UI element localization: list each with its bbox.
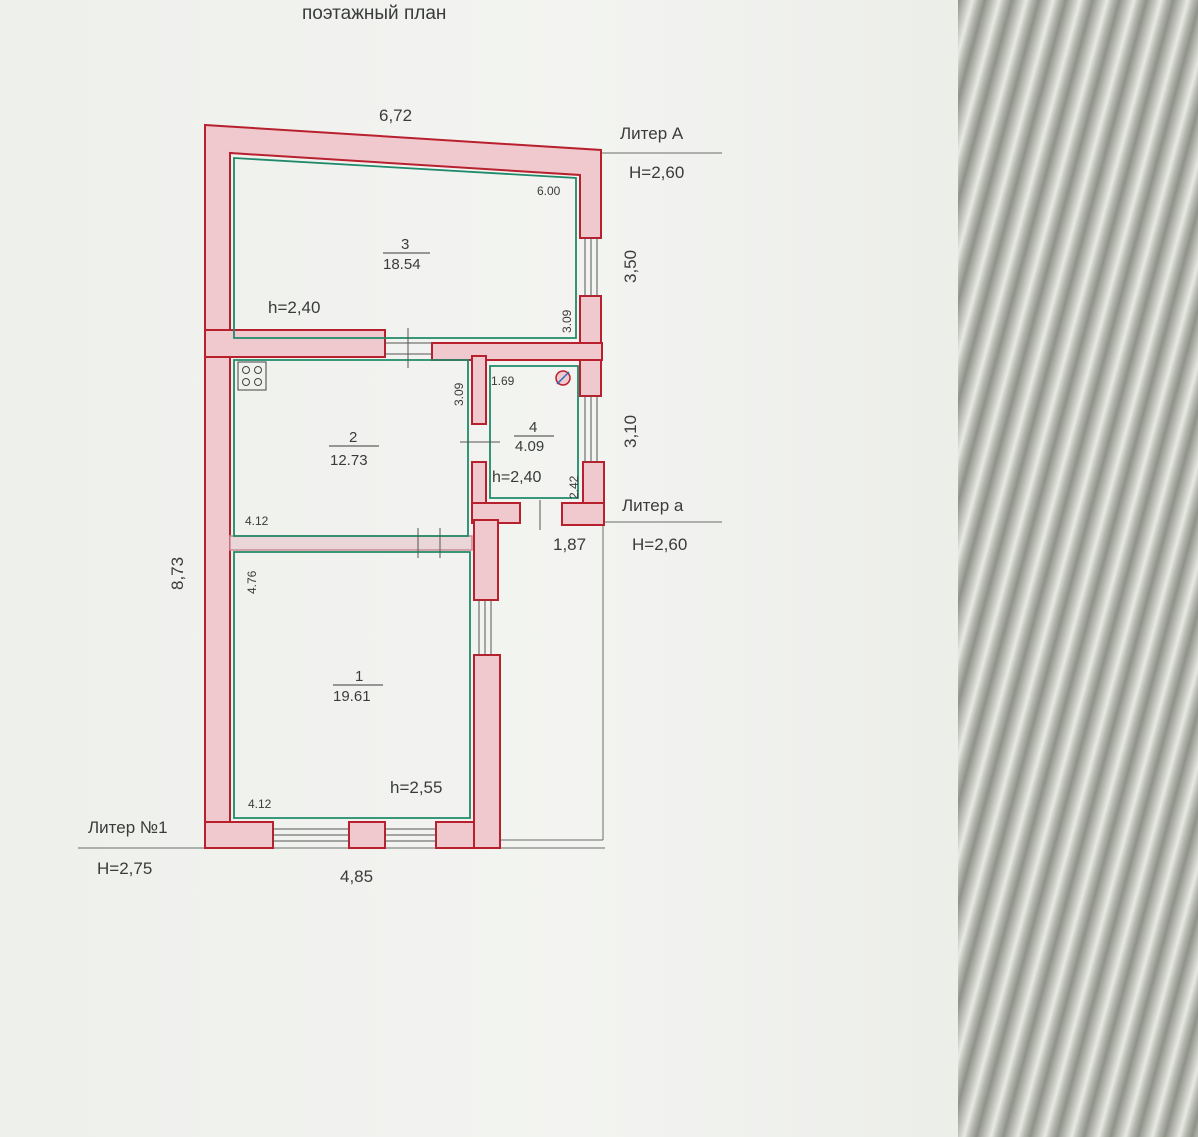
dim-right-upper: 3,50: [621, 250, 640, 283]
liter-a-lower-height: H=2,60: [632, 535, 687, 554]
room4-height-dim: 3.09: [452, 382, 466, 406]
partition-3-2-left: [204, 329, 386, 358]
boiler-icon: [555, 370, 571, 386]
liter-a-upper-height: H=2,60: [629, 163, 684, 182]
partition-2-1: [229, 535, 473, 551]
floor-plan: поэтажный план: [78, 3, 722, 886]
dim-right-lower: 3,10: [621, 415, 640, 448]
room1-height: h=2,55: [390, 778, 442, 797]
liter-1-height: H=2,75: [97, 859, 152, 878]
room1-height-dim: 4.76: [245, 570, 259, 594]
header-title-fragment: поэтажный план: [302, 3, 446, 24]
room4-lower-dim: 2.42: [567, 475, 581, 499]
room4-area: 4.09: [515, 438, 544, 455]
dim-right-step: 1,87: [553, 535, 586, 554]
room4-height: h=2,40: [492, 469, 541, 486]
room3-width-dim: 6.00: [537, 184, 561, 198]
dim-left: 8,73: [168, 557, 187, 590]
room2-number: 2: [349, 429, 357, 446]
room4-number: 4: [529, 419, 537, 436]
reference-lines: [78, 152, 722, 849]
partition-2-4-top: [471, 355, 487, 425]
liter-a-lower-name: Литер а: [622, 496, 684, 515]
outer-wall-top-section: [204, 123, 602, 331]
room2-area: 12.73: [330, 452, 368, 469]
bottom-wall-middle: [348, 821, 386, 849]
room3-area: 18.54: [383, 256, 421, 273]
walls: [204, 123, 605, 849]
room-outlines: [233, 157, 579, 819]
room1-number: 1: [355, 668, 363, 685]
dim-bottom: 4,85: [340, 867, 373, 886]
room3-height: h=2,40: [268, 298, 320, 317]
bottom-wall-left: [204, 821, 274, 849]
wall-step-bottom: [561, 502, 605, 526]
liter-1-name: Литер №1: [88, 818, 168, 837]
background-curtain: [958, 0, 1198, 1137]
room3-height-dim: 3.09: [560, 309, 574, 333]
room1-width-dim: 4.12: [248, 797, 272, 811]
room4-width-dim: 1.69: [491, 374, 515, 388]
right-wall-room1: [473, 654, 501, 849]
room3-number: 3: [401, 236, 409, 253]
partition-2-4-bottom: [471, 461, 487, 505]
room1-area: 19.61: [333, 688, 371, 705]
openings: [273, 238, 598, 842]
left-wall: [204, 329, 231, 849]
stove-icon: [237, 361, 267, 391]
partition-2-1-corridor: [473, 519, 499, 601]
liter-a-upper-name: Литер А: [620, 124, 684, 143]
room2-width-dim: 4.12: [245, 514, 269, 528]
partition-3-2-right: [431, 342, 603, 361]
dim-top: 6,72: [379, 106, 412, 125]
